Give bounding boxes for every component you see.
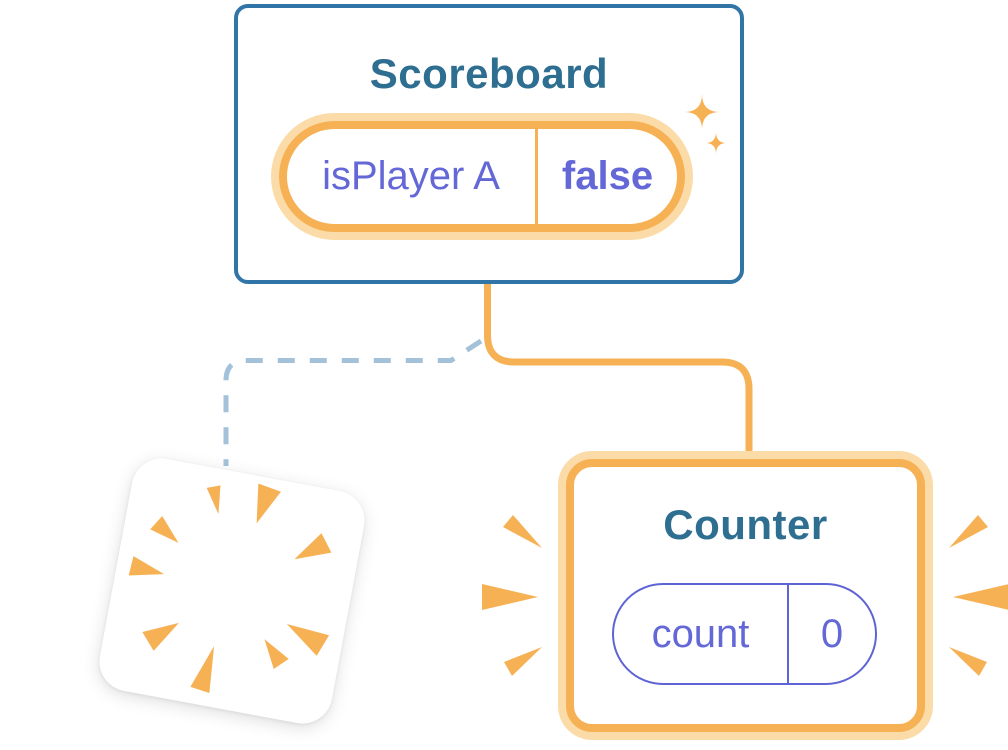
scoreboard-state-pill: isPlayer A false [279, 121, 685, 232]
counter-component-card: Counter count 0 [566, 459, 925, 732]
pill-divider [787, 585, 789, 683]
scoreboard-component-card: Scoreboard isPlayer A false [234, 4, 744, 284]
scoreboard-title: Scoreboard [369, 50, 609, 97]
state-value-label: false [561, 154, 654, 198]
connector-removed-dashed-line [223, 338, 483, 466]
connector-preserved-line [484, 283, 753, 458]
counter-title: Counter [663, 501, 828, 548]
state-key-label: isPlayer A [322, 154, 500, 198]
state-value-label: 0 [820, 611, 844, 656]
state-key-label: count [651, 611, 750, 656]
pill-divider [535, 129, 538, 224]
destroyed-component-card [94, 453, 370, 729]
counter-state-pill: count 0 [612, 583, 877, 685]
